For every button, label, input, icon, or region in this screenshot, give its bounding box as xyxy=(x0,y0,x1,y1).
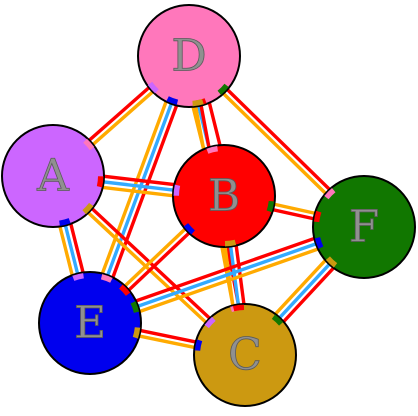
node-d: D xyxy=(137,4,241,108)
node-port-outline xyxy=(59,223,72,228)
node-b: B xyxy=(172,144,276,248)
edge-strand xyxy=(72,197,222,338)
node-port-marker xyxy=(72,272,84,281)
node-port-marker xyxy=(183,223,195,235)
node-circle xyxy=(137,4,241,108)
node-circle xyxy=(38,271,142,375)
node-port-marker xyxy=(83,138,95,151)
node-port-marker xyxy=(100,273,113,283)
node-port-marker xyxy=(325,256,338,268)
node-port-marker xyxy=(323,187,336,200)
node-label: E xyxy=(74,298,106,349)
node-port-outline xyxy=(85,206,95,216)
edge-d-f xyxy=(207,74,346,209)
node-port-marker xyxy=(271,314,284,326)
node-port-marker xyxy=(266,200,275,213)
node-e: E xyxy=(38,271,142,375)
node-port-marker xyxy=(314,237,324,250)
node-circle xyxy=(312,175,416,279)
node-port-outline xyxy=(312,210,317,222)
node-circle xyxy=(1,124,105,228)
node-port-marker xyxy=(204,316,216,329)
node-port-marker xyxy=(217,83,230,96)
node-port-outline xyxy=(182,226,192,236)
node-port-outline xyxy=(137,327,142,339)
edge-strand xyxy=(207,78,342,209)
node-port-outline xyxy=(102,176,105,188)
node-port-marker xyxy=(130,300,140,313)
node-port-marker xyxy=(96,176,104,188)
node-port-marker xyxy=(166,96,179,106)
node-port-outline xyxy=(206,144,218,149)
node-port-outline xyxy=(313,238,319,250)
node-layer: D A B F E C xyxy=(1,4,416,407)
node-port-outline xyxy=(232,303,244,307)
node-port-outline xyxy=(122,283,132,293)
node-port-outline xyxy=(192,104,205,108)
node-port-marker xyxy=(82,202,94,215)
node-port-marker xyxy=(194,339,203,351)
node-label: F xyxy=(349,202,380,253)
node-c: C xyxy=(193,303,297,407)
node-port-outline xyxy=(324,259,334,269)
node-port-marker xyxy=(147,81,159,94)
node-port-outline xyxy=(86,137,96,148)
node-label: C xyxy=(228,330,262,381)
node-circle xyxy=(193,303,297,407)
node-port-marker xyxy=(224,239,237,247)
edge-strand xyxy=(120,240,338,320)
node-port-outline xyxy=(71,271,84,276)
node-port-marker xyxy=(206,145,219,154)
node-port-outline xyxy=(323,187,333,196)
node-port-marker xyxy=(313,210,322,223)
edge-strand xyxy=(118,235,336,315)
node-a: A xyxy=(1,124,105,228)
node-port-outline xyxy=(165,101,177,107)
node-port-outline xyxy=(135,300,141,312)
node-port-outline xyxy=(275,313,285,323)
node-port-outline xyxy=(102,272,114,278)
node-port-marker xyxy=(132,327,141,339)
node-port-outline xyxy=(146,84,156,95)
node-port-marker xyxy=(119,284,131,296)
node-port-marker xyxy=(232,304,245,312)
node-port-marker xyxy=(192,99,204,107)
node-label: A xyxy=(36,151,70,202)
node-port-outline xyxy=(220,87,230,96)
edge-strand xyxy=(93,82,175,293)
node-circle xyxy=(172,144,276,248)
node-f: F xyxy=(312,175,416,279)
node-label: B xyxy=(208,171,240,222)
edge-strand xyxy=(211,74,346,205)
node-port-marker xyxy=(59,218,71,227)
node-port-outline xyxy=(225,244,237,248)
node-port-marker xyxy=(173,184,181,196)
edge-strand xyxy=(99,84,180,295)
edge-strand xyxy=(116,230,334,310)
node-label: D xyxy=(171,31,206,82)
edge-f-e xyxy=(116,230,338,320)
node-port-outline xyxy=(172,184,175,196)
node-port-outline xyxy=(193,339,198,351)
node-port-outline xyxy=(203,315,213,325)
node-port-outline xyxy=(271,201,276,213)
